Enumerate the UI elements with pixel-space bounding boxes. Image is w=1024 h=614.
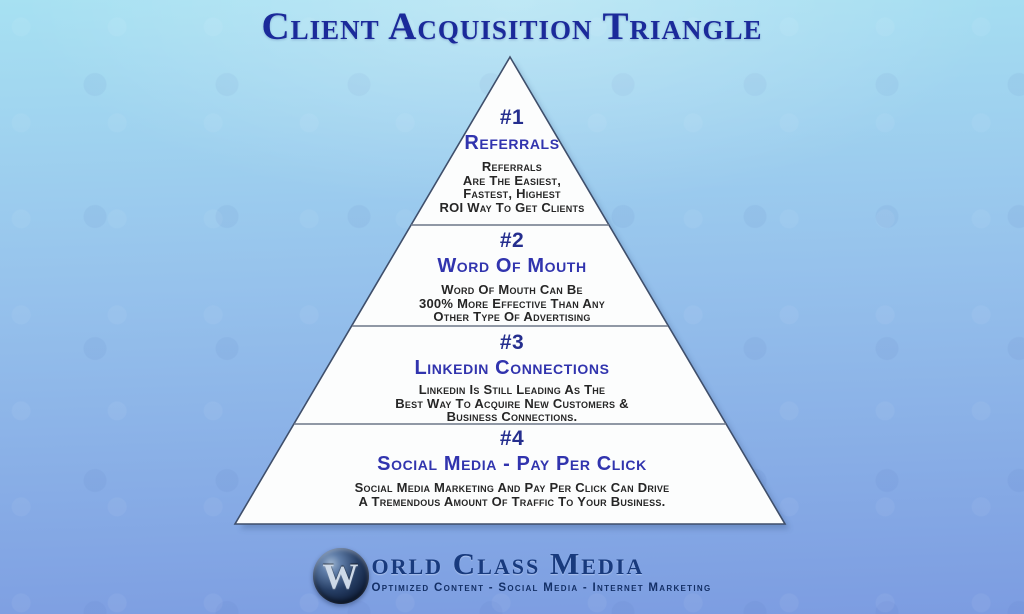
- section-heading: Social Media - Pay Per Click: [377, 453, 647, 475]
- section-number: #4: [499, 427, 525, 450]
- brand-text-column: orld Class Media Optimized Content - Soc…: [372, 546, 712, 595]
- pyramid-face: [233, 55, 787, 525]
- logo-w-letter: W: [322, 556, 359, 596]
- pyramid-section-linkedin: #3 Linkedin Connections Linkedin Is Stil…: [0, 331, 1024, 424]
- page-title: Client Acquisition Triangle: [261, 5, 763, 48]
- pyramid-section-referrals: #1 Referrals Referrals Are The Easiest, …: [0, 106, 1024, 214]
- section-number: #1: [499, 106, 525, 129]
- section-body-line: ROI Way To Get Clients: [439, 199, 585, 215]
- section-body-line: 300% More Effective Than Any: [418, 295, 606, 311]
- brand-row: W orld Class Media Optimized Content - S…: [312, 546, 712, 604]
- section-heading: Word Of Mouth: [437, 255, 587, 277]
- brand-name: orld Class Media: [371, 546, 645, 581]
- section-body-line: Social Media Marketing And Pay Per Click…: [354, 480, 670, 495]
- section-number: #3: [499, 331, 525, 354]
- section-body-line: Fastest, Highest: [463, 186, 561, 201]
- world-class-media-logo-icon: W: [312, 548, 369, 604]
- section-body-line: Other Type Of Advertising: [433, 309, 591, 324]
- section-body-line: Word Of Mouth Can Be: [441, 282, 583, 297]
- footer-brand-area: W orld Class Media Optimized Content - S…: [0, 546, 1024, 604]
- section-number: #2: [499, 229, 525, 252]
- pyramid-section-word-of-mouth: #2 Word Of Mouth Word Of Mouth Can Be 30…: [0, 229, 1024, 324]
- section-body-line: Are The Easiest,: [462, 172, 562, 188]
- section-heading: Linkedin Connections: [414, 357, 610, 379]
- section-heading: Referrals: [464, 132, 560, 154]
- section-body-line: Business Connections.: [446, 409, 578, 424]
- section-body: Word Of Mouth Can Be 300% More Effective…: [0, 283, 1024, 324]
- section-body-line: A Tremendous Amount Of Traffic To Your B…: [358, 493, 666, 509]
- section-body: Social Media Marketing And Pay Per Click…: [0, 481, 1024, 508]
- section-body-line: Referrals: [481, 159, 543, 174]
- section-body-line: Best Way To Acquire New Customers &: [395, 395, 629, 411]
- section-body: Referrals Are The Easiest, Fastest, High…: [0, 160, 1024, 214]
- brand-tagline: Optimized Content - Social Media - Inter…: [371, 582, 712, 594]
- section-body-line: Linkedin Is Still Leading As The: [418, 382, 606, 397]
- section-body: Linkedin Is Still Leading As The Best Wa…: [0, 383, 1024, 424]
- pyramid-section-social-media-ppc: #4 Social Media - Pay Per Click Social M…: [0, 427, 1024, 508]
